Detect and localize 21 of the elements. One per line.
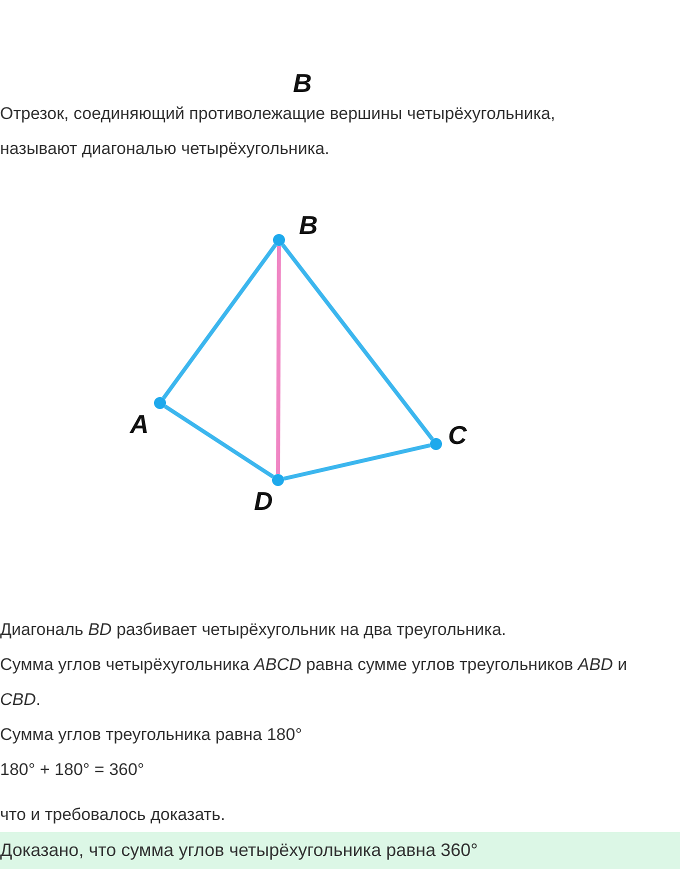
vertex-point xyxy=(273,234,285,246)
paragraph-text: что и требовалось доказать. xyxy=(0,804,226,826)
paragraph-text: Сумма углов четырёхугольника ABCD равна сумме углов треугольников ABD и CBD. xyxy=(0,654,628,711)
vertex-label: B xyxy=(299,212,318,238)
vertex-label: A xyxy=(130,411,149,437)
side-line xyxy=(164,404,274,478)
point-label: B xyxy=(293,70,312,96)
vertex-label: C xyxy=(448,422,467,448)
vertex-label: D xyxy=(254,488,273,514)
paragraph-text: Отрезок, соединяющий противолежащие вершины четырёхугольника, называют диагональю четырёхугольника. xyxy=(0,103,556,160)
diagonal-line xyxy=(276,246,281,474)
paragraph-text: Диагональ BD разбивает четырёхугольник на два треугольника. xyxy=(0,619,506,641)
side-line xyxy=(283,443,431,481)
side-line xyxy=(281,244,434,440)
conclusion-banner: Доказано, что сумма углов четырёхугольника равна 360° xyxy=(0,832,680,869)
vertex-point xyxy=(430,438,442,450)
vertex-point xyxy=(272,474,284,486)
vertex-point xyxy=(154,397,166,409)
paragraph-text: Сумма углов треугольника равна 180° xyxy=(0,724,302,746)
paragraph-text: 180° + 180° = 360° xyxy=(0,759,144,781)
side-line xyxy=(162,244,278,400)
